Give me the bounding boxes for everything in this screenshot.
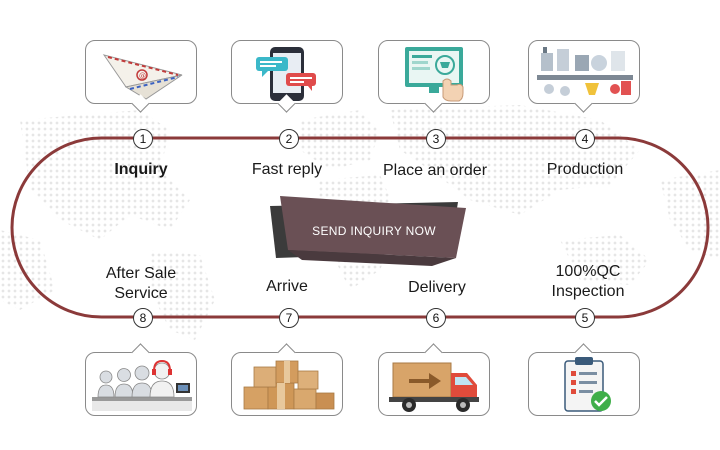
paper-plane-email-icon: @ — [102, 54, 183, 100]
cardboard-boxes-icon — [243, 360, 335, 410]
step-label-delivery: Delivery — [408, 279, 466, 296]
step-6-card — [378, 343, 490, 416]
delivery-truck-icon — [389, 362, 479, 412]
quality-checklist-icon — [564, 357, 611, 412]
step-label-line: 100%QC — [555, 263, 621, 280]
step-4-card — [528, 40, 640, 113]
step-number: 5 — [575, 308, 595, 328]
svg-text:@: @ — [139, 72, 146, 80]
step-label-production: Production — [546, 161, 624, 178]
step-label-qc-inspection: 100%QC Inspection — [513, 262, 663, 302]
step-number: 3 — [426, 129, 446, 149]
step-label-line: After Sale — [105, 265, 177, 282]
step-3-card — [378, 40, 490, 113]
cta-fold-shape — [288, 250, 456, 266]
online-shop-order-icon — [405, 47, 464, 102]
factory-production-line-icon — [537, 47, 633, 96]
step-7-card — [231, 343, 343, 416]
step-number: 2 — [279, 129, 299, 149]
step-5-card — [528, 343, 640, 416]
send-inquiry-button[interactable] — [262, 192, 472, 272]
step-number: 7 — [279, 308, 299, 328]
step-label-inquiry: Inquiry — [114, 161, 168, 178]
step-label-after-sale-service: After Sale Service — [66, 264, 216, 304]
step-number: 8 — [133, 308, 153, 328]
step-label-arrive: Arrive — [266, 278, 308, 295]
step-label-line: Service — [114, 285, 168, 302]
step-label-line: Inspection — [551, 283, 625, 300]
step-label-fast-reply: Fast reply — [251, 161, 323, 178]
smartphone-chat-icon — [256, 47, 316, 101]
customer-service-headset-icon — [92, 359, 192, 411]
step-2-card — [231, 40, 343, 113]
step-number: 4 — [575, 129, 595, 149]
cta-front-shape — [280, 196, 466, 258]
step-number: 6 — [426, 308, 446, 328]
step-label-place-order: Place an order — [382, 162, 488, 179]
step-1-card: @ — [85, 40, 197, 113]
step-8-card — [85, 343, 197, 416]
step-number: 1 — [133, 129, 153, 149]
